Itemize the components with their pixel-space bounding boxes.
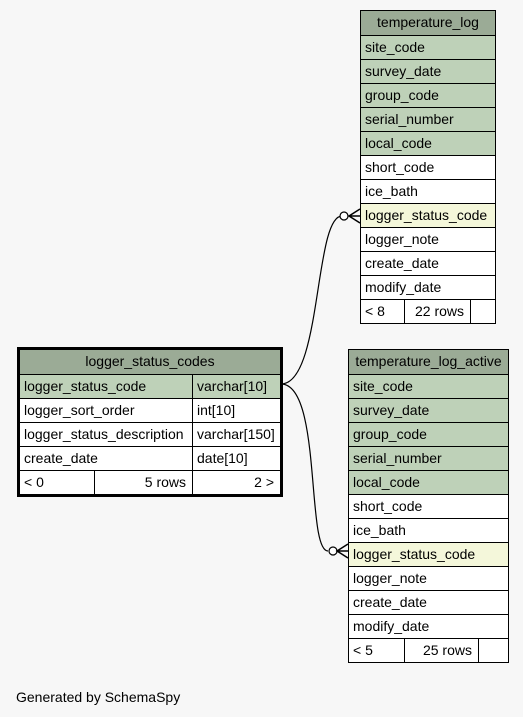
column-serial-number: serial_number — [353, 450, 442, 466]
column-modify-date: modify_date — [353, 618, 430, 634]
column-name: logger_sort_order — [24, 402, 135, 418]
children-count: 2 > — [192, 471, 280, 494]
table-title: logger_status_codes — [85, 353, 215, 369]
table-title: temperature_log — [377, 14, 479, 30]
column-local-code: local_code — [353, 474, 420, 490]
column-type: varchar[10] — [192, 375, 280, 398]
crowsfoot-icon — [347, 208, 361, 224]
column-type: int[10] — [192, 399, 280, 422]
column-site-code: site_code — [353, 378, 413, 394]
column-logger-note: logger_note — [365, 231, 439, 247]
parents-count: < 5 — [353, 642, 373, 658]
optional-marker-icon — [339, 211, 349, 221]
generated-by-label: Generated by SchemaSpy — [16, 689, 181, 705]
column-type: varchar[150] — [192, 423, 280, 446]
children-count — [478, 639, 508, 662]
column-ice-bath: ice_bath — [353, 522, 406, 538]
column-create-date: create_date — [353, 594, 427, 610]
column-create-date: create_date — [365, 255, 439, 271]
parents-count: < 0 — [24, 474, 44, 490]
parents-count: < 8 — [365, 303, 385, 319]
children-count — [470, 300, 495, 323]
column-type: date[10] — [192, 447, 280, 470]
column-short-code: short_code — [365, 159, 435, 175]
column-group-code: group_code — [353, 426, 427, 442]
column-logger-note: logger_note — [353, 570, 427, 586]
column-survey-date: survey_date — [353, 402, 430, 418]
column-short-code: short_code — [353, 498, 423, 514]
table-logger-status-codes[interactable]: logger_status_codes logger_status_code v… — [17, 347, 283, 497]
column-name: logger_status_description — [24, 426, 184, 442]
row-count: 25 rows — [404, 639, 478, 662]
column-site-code: site_code — [365, 39, 425, 55]
row-count: 22 rows — [404, 300, 470, 323]
column-name: logger_status_code — [24, 378, 147, 394]
column-local-code: local_code — [365, 135, 432, 151]
table-temperature-log-active[interactable]: temperature_log_active site_code survey_… — [348, 349, 509, 663]
column-survey-date: survey_date — [365, 63, 442, 79]
column-name: create_date — [24, 450, 98, 466]
table-temperature-log[interactable]: temperature_log site_code survey_date gr… — [360, 10, 496, 324]
column-group-code: group_code — [365, 87, 439, 103]
column-logger-status-code: logger_status_code — [365, 207, 488, 223]
relationship-line-temperature-log-active — [280, 383, 329, 552]
column-modify-date: modify_date — [365, 279, 442, 295]
table-title: temperature_log_active — [355, 353, 502, 369]
crowsfoot-icon — [335, 543, 349, 559]
column-logger-status-code: logger_status_code — [353, 546, 476, 562]
relationship-line-temperature-log — [280, 215, 343, 385]
column-ice-bath: ice_bath — [365, 183, 418, 199]
column-serial-number: serial_number — [365, 111, 454, 127]
row-count: 5 rows — [94, 471, 192, 494]
